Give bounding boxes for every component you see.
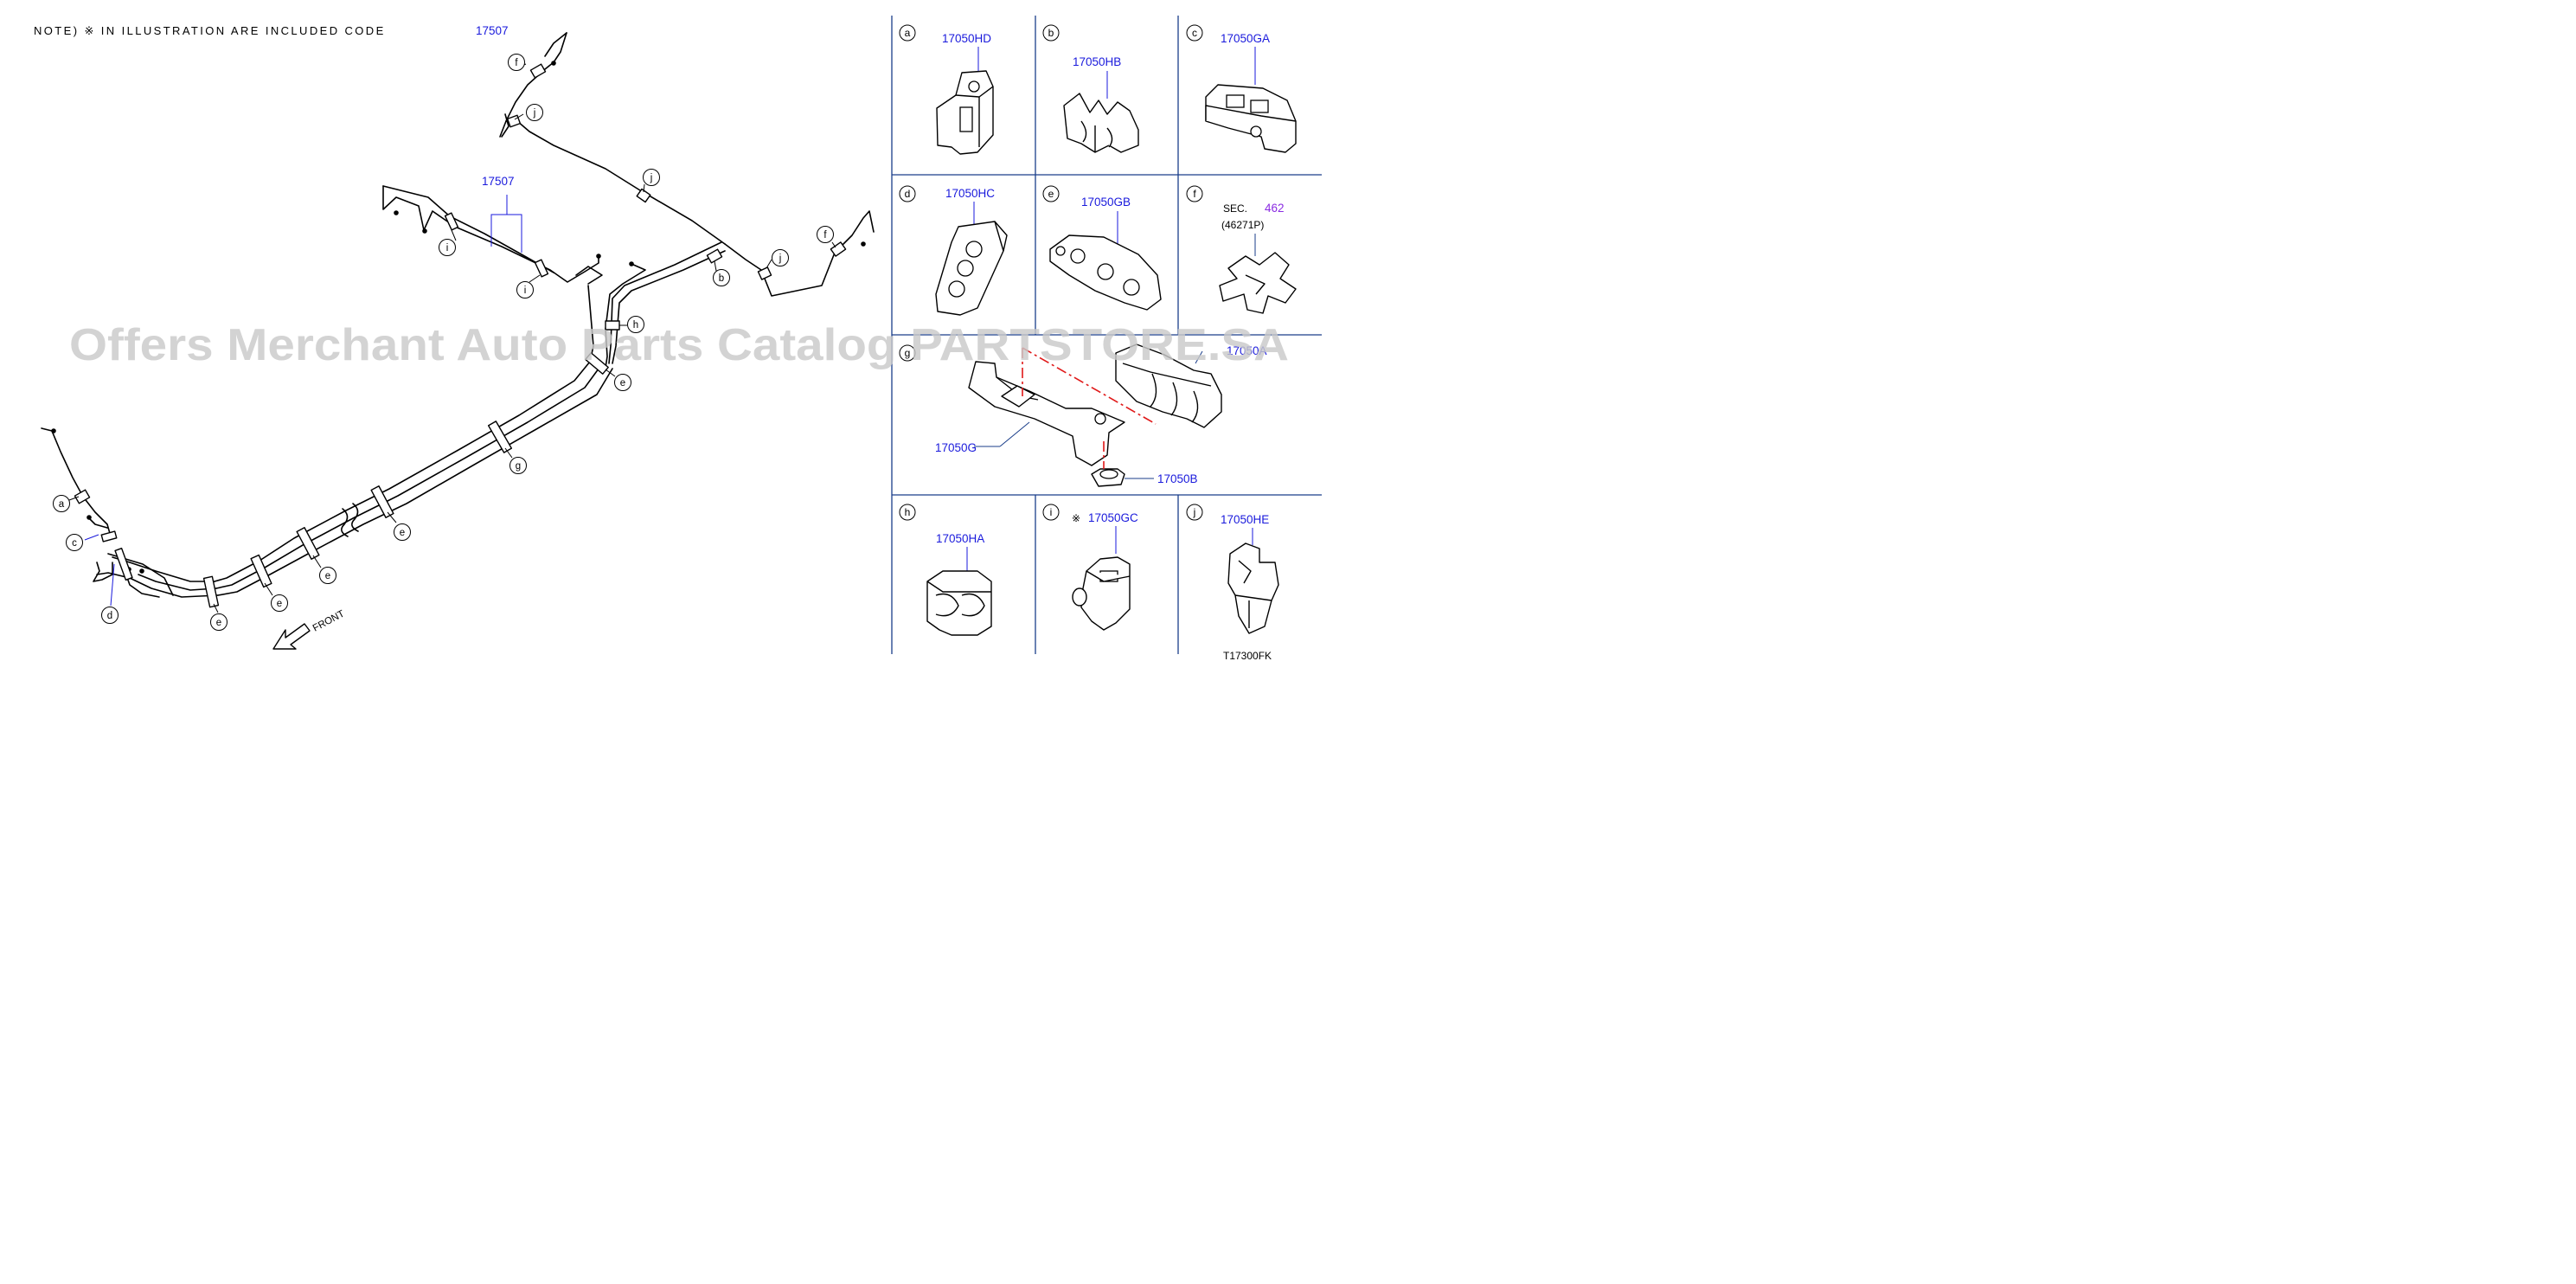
panel-c-letter: c xyxy=(1192,27,1197,39)
clip-17050gb-icon xyxy=(1049,234,1162,311)
callout-e-4[interactable]: e xyxy=(271,594,288,612)
callout-j-right[interactable]: j xyxy=(772,249,789,266)
callout-i-lower[interactable]: i xyxy=(516,281,534,299)
clip-17050hb-icon xyxy=(1063,93,1139,153)
panel-e-letter: e xyxy=(1048,188,1054,200)
svg-text:h: h xyxy=(633,320,638,331)
callout-e-2[interactable]: e xyxy=(394,523,411,541)
panel-h-code: 17050HA xyxy=(936,532,984,545)
tube-routing-illustration xyxy=(41,32,875,598)
callout-d[interactable]: d xyxy=(101,607,119,624)
callout-e-5[interactable]: e xyxy=(210,613,227,631)
panel-j-code: 17050HE xyxy=(1221,513,1269,526)
callouts: f j j b j f i i h e g e e e e a c d xyxy=(53,54,834,631)
panel-g-code-nut: 17050B xyxy=(1157,472,1198,485)
svg-text:e: e xyxy=(216,618,221,628)
callout-f-upper[interactable]: f xyxy=(508,54,525,71)
callout-a[interactable]: a xyxy=(53,495,70,512)
panel-d-code: 17050HC xyxy=(945,187,995,200)
callout-j-upper[interactable]: j xyxy=(526,104,543,121)
nut-17050b-icon xyxy=(1091,468,1125,487)
panel-a-code: 17050HD xyxy=(942,32,991,45)
panel-h[interactable]: h 17050HA xyxy=(899,504,992,636)
svg-text:j: j xyxy=(779,254,782,264)
parts-diagram: NOTE) ※ IN ILLUSTRATION ARE INCLUDED COD… xyxy=(34,16,1322,662)
panel-b[interactable]: b 17050HB xyxy=(1042,24,1139,153)
panel-f-sec-code: 462 xyxy=(1265,202,1285,215)
svg-text:e: e xyxy=(325,571,330,581)
clip-46271p-icon xyxy=(1219,252,1297,314)
clip-17050he-icon xyxy=(1227,542,1279,634)
watermark-text: Offers Merchant Auto Parts Catalog PARTS… xyxy=(69,320,1289,370)
clip-17050gc-icon xyxy=(1072,556,1131,631)
callout-b[interactable]: b xyxy=(713,269,730,286)
bracket-17050g-icon xyxy=(968,361,1125,466)
clip-17050hc-icon xyxy=(935,221,1008,316)
panel-c-code: 17050GA xyxy=(1221,32,1270,45)
parts-grid-lines xyxy=(891,16,1322,654)
panel-j-letter: j xyxy=(1193,506,1196,518)
panel-g-letter: g xyxy=(905,347,911,359)
svg-text:e: e xyxy=(277,599,282,609)
callout-i-upper[interactable]: i xyxy=(439,239,456,256)
panel-f[interactable]: f SEC. 462 (46271P) xyxy=(1186,185,1297,314)
panel-c[interactable]: c 17050GA xyxy=(1186,24,1297,153)
panel-i-code: 17050GC xyxy=(1088,511,1138,524)
note-code-link[interactable]: 17507 xyxy=(476,24,509,37)
tube-clips xyxy=(74,63,847,608)
panel-e-code: 17050GB xyxy=(1081,196,1131,209)
front-label: FRONT xyxy=(311,608,347,633)
clip-17050ga-icon xyxy=(1205,84,1297,153)
svg-text:i: i xyxy=(446,243,449,254)
panel-f-sec-label: SEC. xyxy=(1223,202,1247,215)
panel-g[interactable]: g 17050G 17050B 17050A xyxy=(899,343,1267,487)
panel-b-letter: b xyxy=(1048,27,1054,39)
svg-text:d: d xyxy=(107,611,112,621)
svg-text:i: i xyxy=(524,286,527,296)
panel-g-code-bracket: 17050G xyxy=(935,441,977,454)
panel-i[interactable]: i ※ 17050GC xyxy=(1042,504,1138,631)
svg-text:g: g xyxy=(516,461,521,472)
panel-i-letter: i xyxy=(1050,506,1053,518)
panel-a[interactable]: a 17050HD xyxy=(899,24,994,155)
panel-f-letter: f xyxy=(1193,188,1196,200)
svg-text:a: a xyxy=(59,499,65,510)
callout-f-right[interactable]: f xyxy=(817,226,834,243)
clip-17050hd-icon xyxy=(936,70,994,155)
svg-text:f: f xyxy=(823,230,827,241)
callout-e-3[interactable]: e xyxy=(319,567,336,584)
callout-j-mid[interactable]: j xyxy=(643,169,660,186)
note-text: NOTE) ※ IN ILLUSTRATION ARE INCLUDED COD… xyxy=(34,24,386,37)
panel-d-letter: d xyxy=(905,188,911,200)
svg-text:j: j xyxy=(533,108,536,119)
code-17507-label[interactable]: 17507 xyxy=(482,175,515,188)
panel-i-mark: ※ xyxy=(1072,512,1080,524)
svg-text:c: c xyxy=(72,538,77,549)
panel-a-letter: a xyxy=(905,27,911,39)
svg-text:b: b xyxy=(719,273,724,284)
svg-text:e: e xyxy=(400,528,405,538)
panel-h-letter: h xyxy=(905,506,911,518)
diagram-id: T17300FK xyxy=(1223,650,1272,662)
panel-d[interactable]: d 17050HC xyxy=(899,185,1008,316)
svg-text:j: j xyxy=(650,173,653,183)
front-arrow-icon xyxy=(272,623,311,650)
panel-f-part-ref: (46271P) xyxy=(1221,219,1264,231)
clip-17050ha-icon xyxy=(926,570,992,636)
panel-j[interactable]: j 17050HE xyxy=(1186,504,1279,634)
callout-g[interactable]: g xyxy=(509,457,527,474)
panel-g-code-clip: 17050A xyxy=(1227,344,1267,357)
callout-c[interactable]: c xyxy=(66,534,83,551)
svg-text:e: e xyxy=(620,378,625,388)
callout-h[interactable]: h xyxy=(627,316,644,333)
callout-e-center[interactable]: e xyxy=(614,374,631,391)
panel-e[interactable]: e 17050GB xyxy=(1042,185,1162,311)
panel-b-code: 17050HB xyxy=(1073,55,1121,68)
clip-17050a-icon xyxy=(1115,343,1222,428)
svg-text:f: f xyxy=(515,58,518,68)
